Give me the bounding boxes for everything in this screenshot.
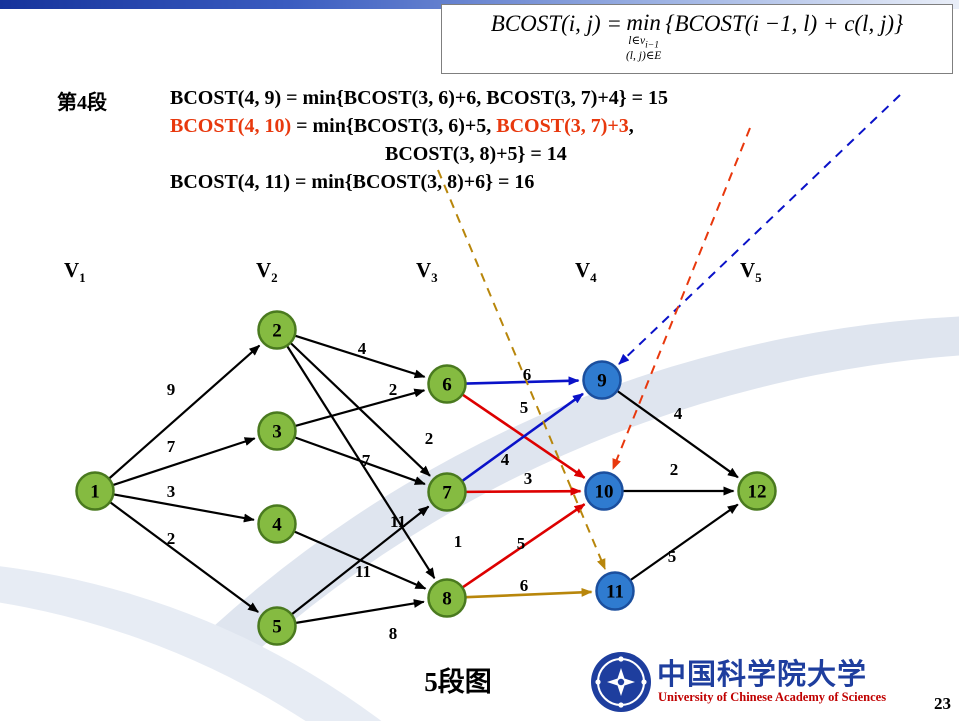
edge-weight-2-6: 4 (358, 339, 367, 358)
graph-node-1: 1 (75, 471, 115, 511)
graph-caption: 5段图 (424, 667, 492, 697)
formula-condition-1: l∈vi−1 (628, 35, 659, 51)
edge-weight-1-3: 7 (167, 437, 176, 456)
formula-lhs: BCOST(i, j) = (490, 11, 622, 36)
formula-box: BCOST(i, j) = min l∈vi−1 (l, j)∈E {BCOST… (441, 4, 953, 74)
svg-text:3: 3 (272, 422, 282, 443)
edge-weight-1-5: 2 (167, 529, 176, 548)
edge-weight-3-6: 2 (389, 380, 398, 399)
edge-weight-1-2: 9 (167, 380, 176, 399)
column-header-v1: V1 (64, 258, 86, 286)
graph-edge-1-4 (113, 493, 255, 523)
formula-min-word: min (626, 10, 661, 35)
graph-edge-2-6 (294, 334, 426, 379)
edge-weight-3-7: 7 (362, 451, 371, 470)
graph-edge-1-3 (112, 437, 256, 487)
bcost-line-2: BCOST(4, 10) = min{BCOST(3, 6)+5, BCOST(… (170, 115, 634, 137)
svg-text:6: 6 (442, 375, 452, 396)
formula-min-operator: min l∈vi−1 (l, j)∈E (625, 10, 662, 63)
graph-node-6: 6 (427, 364, 467, 404)
graph-edge-6-9 (465, 376, 580, 386)
ucas-logo-cn-text: 中国科学院大学 (657, 659, 868, 691)
bcost-line-1: BCOST(4, 9) = min{BCOST(3, 6)+6, BCOST(3… (170, 87, 669, 109)
bcost-lines: BCOST(4, 9) = min{BCOST(3, 6)+6, BCOST(3… (170, 84, 668, 196)
graph-node-3: 3 (257, 411, 297, 451)
graph-edge-1-2 (108, 344, 261, 480)
bcost-line-3: BCOST(3, 8)+5} = 14 (385, 143, 567, 165)
bcost-line-4: BCOST(4, 11) = min{BCOST(3, 8)+6} = 16 (170, 171, 535, 193)
graph-node-4: 4 (257, 504, 297, 544)
edge-weight-6-9: 6 (523, 365, 532, 384)
ucas-logo: 中国科学院大学 University of Chinese Academy of… (589, 650, 949, 720)
graph-edge-3-6 (294, 388, 426, 428)
graph-node-2: 2 (257, 310, 297, 350)
svg-text:1: 1 (90, 482, 100, 503)
svg-text:4: 4 (272, 515, 282, 536)
column-header-v2: V2 (256, 258, 278, 286)
column-header-v3: V3 (416, 258, 438, 286)
bcost-text-block: 第4段 BCOST(4, 9) = min{BCOST(3, 6)+6, BCO… (57, 84, 668, 196)
svg-text:2: 2 (272, 321, 282, 342)
column-header-v4: V4 (575, 258, 597, 286)
page-number: 23 (934, 694, 951, 713)
edge-weight-1-4: 3 (167, 482, 176, 501)
ucas-logo-en-text: University of Chinese Academy of Science… (658, 690, 887, 704)
stage-label: 第4段 (57, 92, 107, 114)
graph-edge-3-7 (294, 436, 426, 486)
formula-condition-2: (l, j)∈E (625, 50, 662, 63)
column-header-v5: V5 (740, 258, 762, 286)
edge-weight-6-10: 5 (520, 398, 529, 417)
formula-rhs: {BCOST(i −1, l) + c(l, j)} (665, 11, 904, 36)
graph-edge-2-7 (289, 341, 431, 477)
edge-weight-2-7: 2 (425, 429, 434, 448)
ucas-logo-emblem (591, 652, 651, 712)
